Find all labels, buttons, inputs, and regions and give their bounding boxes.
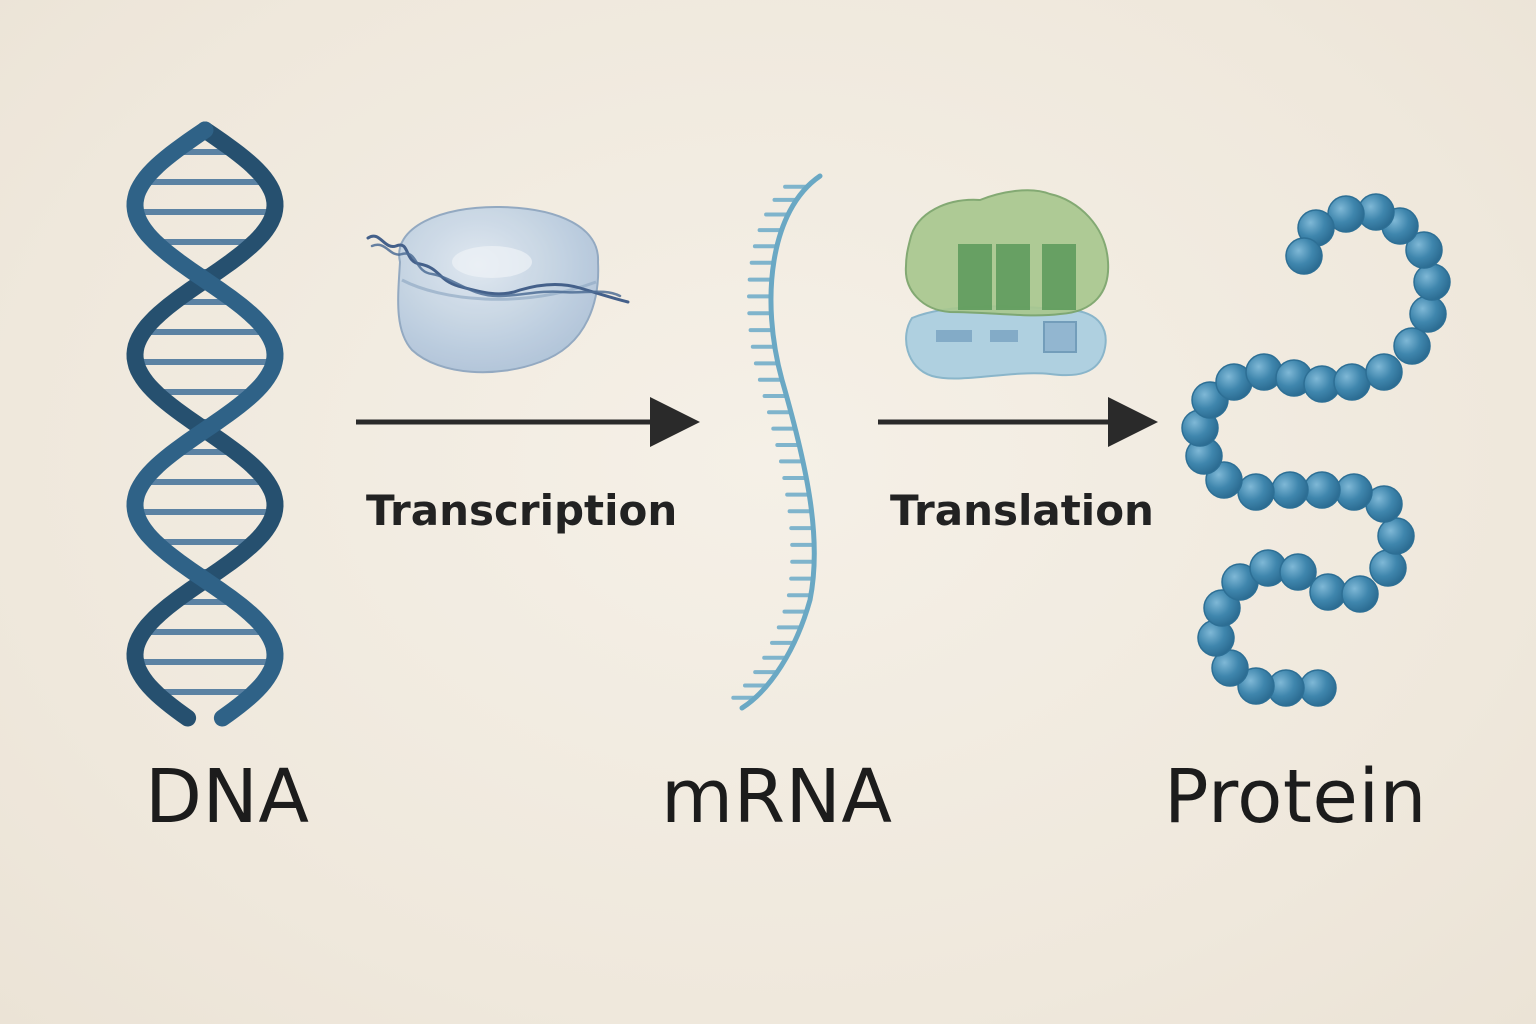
dna-strand-a	[126, 121, 284, 727]
translation-label: Translation	[890, 486, 1154, 535]
amino-acid-bead	[1285, 237, 1323, 275]
rna-polymerase	[366, 205, 630, 374]
amino-acid-bead	[1405, 231, 1443, 269]
amino-acid-bead	[1309, 573, 1347, 611]
amino-acid-bead	[1341, 575, 1379, 613]
amino-acid-bead	[1335, 473, 1373, 511]
dna-helix	[126, 121, 284, 727]
amino-acid-bead	[1377, 517, 1415, 555]
mrna-strand	[731, 173, 823, 711]
amino-acid-bead	[1413, 263, 1451, 301]
amino-acid-bead	[1393, 327, 1431, 365]
amino-acid-bead	[1409, 295, 1447, 333]
amino-acid-bead	[1333, 363, 1371, 401]
amino-acid-bead	[1271, 471, 1309, 509]
amino-acid-bead	[1237, 667, 1275, 705]
amino-acid-bead	[1369, 549, 1407, 587]
protein-chain	[1181, 193, 1451, 707]
amino-acid-bead	[1365, 353, 1403, 391]
amino-acid-bead	[1279, 553, 1317, 591]
mrna-bases	[731, 184, 817, 700]
mrna-label: mRNA	[661, 754, 893, 840]
ribosome	[904, 189, 1110, 380]
protein-label: Protein	[1164, 754, 1427, 840]
transcription-label: Transcription	[366, 486, 678, 535]
dna-strand-b	[126, 121, 284, 727]
amino-acid-bead	[1203, 589, 1241, 627]
amino-acid-bead	[1303, 471, 1341, 509]
amino-acid-bead	[1237, 473, 1275, 511]
dna-label: DNA	[145, 754, 310, 840]
amino-acid-bead	[1299, 669, 1337, 707]
